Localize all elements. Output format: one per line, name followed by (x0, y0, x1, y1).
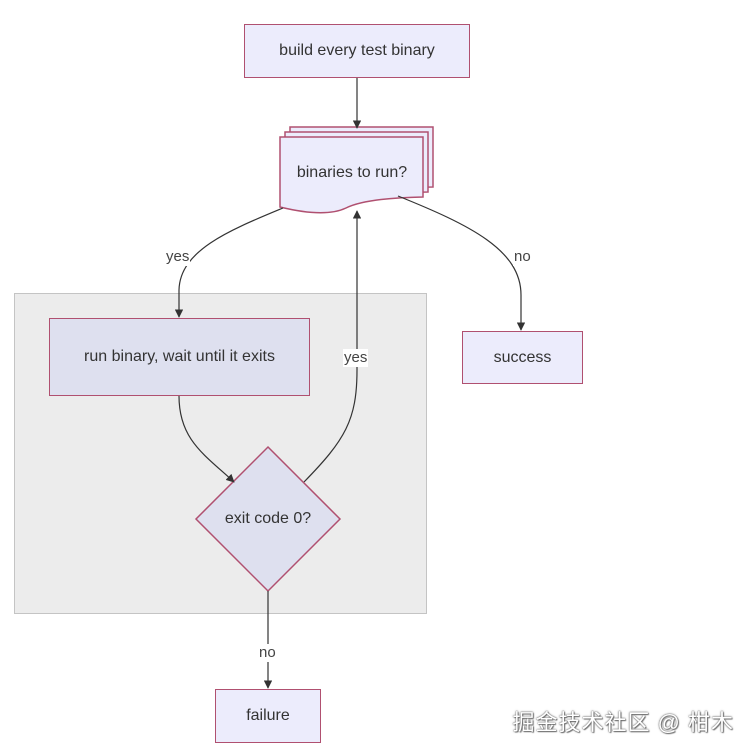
binaries-node-shape[interactable] (279, 126, 434, 214)
success-label: success (493, 348, 552, 366)
edge-run-to-exit-check (178, 395, 235, 483)
success-node[interactable]: success (462, 331, 583, 384)
edge-label-yes-run: yes (165, 248, 191, 266)
edge-label-no-failure: no (258, 644, 277, 662)
binaries-to-run-label: binaries to run? (296, 164, 408, 181)
run-binary-node[interactable]: run binary, wait until it exits (49, 318, 310, 396)
build-binaries-label: build every test binary (279, 42, 435, 59)
edge-binaries-to-success (397, 195, 526, 331)
edge-binaries-to-run (174, 207, 284, 318)
edge-label-no-success: no (513, 248, 532, 266)
failure-node[interactable]: failure (215, 689, 321, 743)
watermark: 掘金技术社区 @ 柑木 (512, 710, 734, 735)
edge-label-yes-loop: yes (343, 349, 369, 367)
edge-exit-check-loop (303, 210, 362, 483)
run-binary-label: run binary, wait until it exits (84, 348, 275, 365)
build-binaries-node[interactable]: build every test binary (244, 24, 470, 78)
exit-code-label: exit code 0? (224, 510, 312, 527)
failure-label: failure (246, 707, 290, 724)
